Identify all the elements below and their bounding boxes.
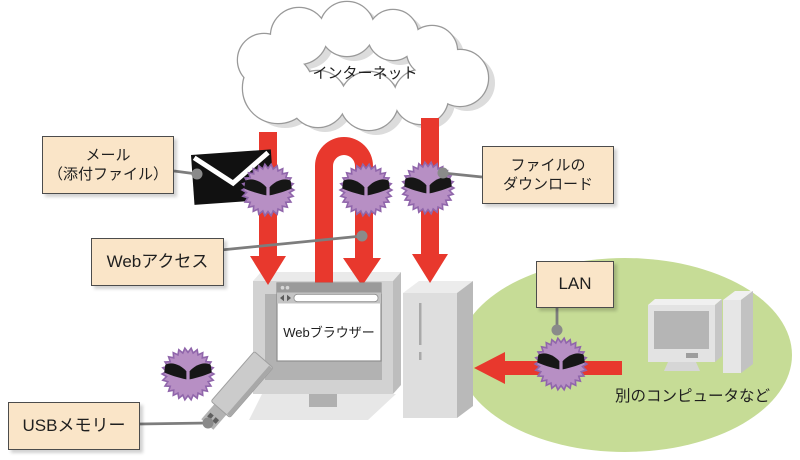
- address-bar: [293, 293, 379, 303]
- web-connector-dot: [356, 230, 368, 242]
- mail-connector-dot: [191, 168, 203, 180]
- download-connector-dot: [437, 167, 449, 179]
- connector-dots: [191, 167, 563, 429]
- back-arrow-icon: [280, 294, 284, 302]
- download-label-line1: ファイルの: [510, 156, 586, 174]
- mail-label: メール （添付ファイル）: [42, 136, 174, 194]
- virus-icon: [160, 346, 216, 402]
- virus-icon: [338, 162, 394, 218]
- forward-arrow-icon: [287, 294, 291, 302]
- browser-window: [276, 282, 382, 362]
- other-computer-caption: 別のコンピュータなど: [614, 388, 770, 405]
- mail-label-line2: （添付ファイル）: [47, 166, 168, 183]
- usb-memory-stick-icon: [201, 351, 273, 430]
- monitor-stand: [309, 394, 337, 407]
- window-dot-icon: [285, 285, 290, 290]
- other-computer-icon: [648, 291, 753, 373]
- lan-label: LAN: [536, 261, 614, 308]
- virus-icon: [240, 162, 296, 218]
- download-label: ファイルの ダウンロード: [482, 146, 614, 204]
- download-connector-line: [442, 171, 483, 179]
- window-dot-icon: [280, 285, 285, 290]
- download-label-line2: ダウンロード: [502, 176, 593, 193]
- usb-connector-line: [138, 421, 209, 426]
- web-connector-line: [220, 234, 363, 252]
- tower-pc-icon: [403, 281, 473, 418]
- browser-label: Webブラウザー: [283, 325, 375, 340]
- web-access-label: Webアクセス: [91, 238, 224, 286]
- virus-icon: [533, 336, 589, 392]
- usb-label: USBメモリー: [8, 402, 140, 450]
- lan-connector-dot: [551, 324, 563, 336]
- usb-connector-dot: [202, 417, 214, 429]
- mail-label-line1: メール: [85, 146, 131, 164]
- cloud-label: インターネット: [312, 65, 418, 82]
